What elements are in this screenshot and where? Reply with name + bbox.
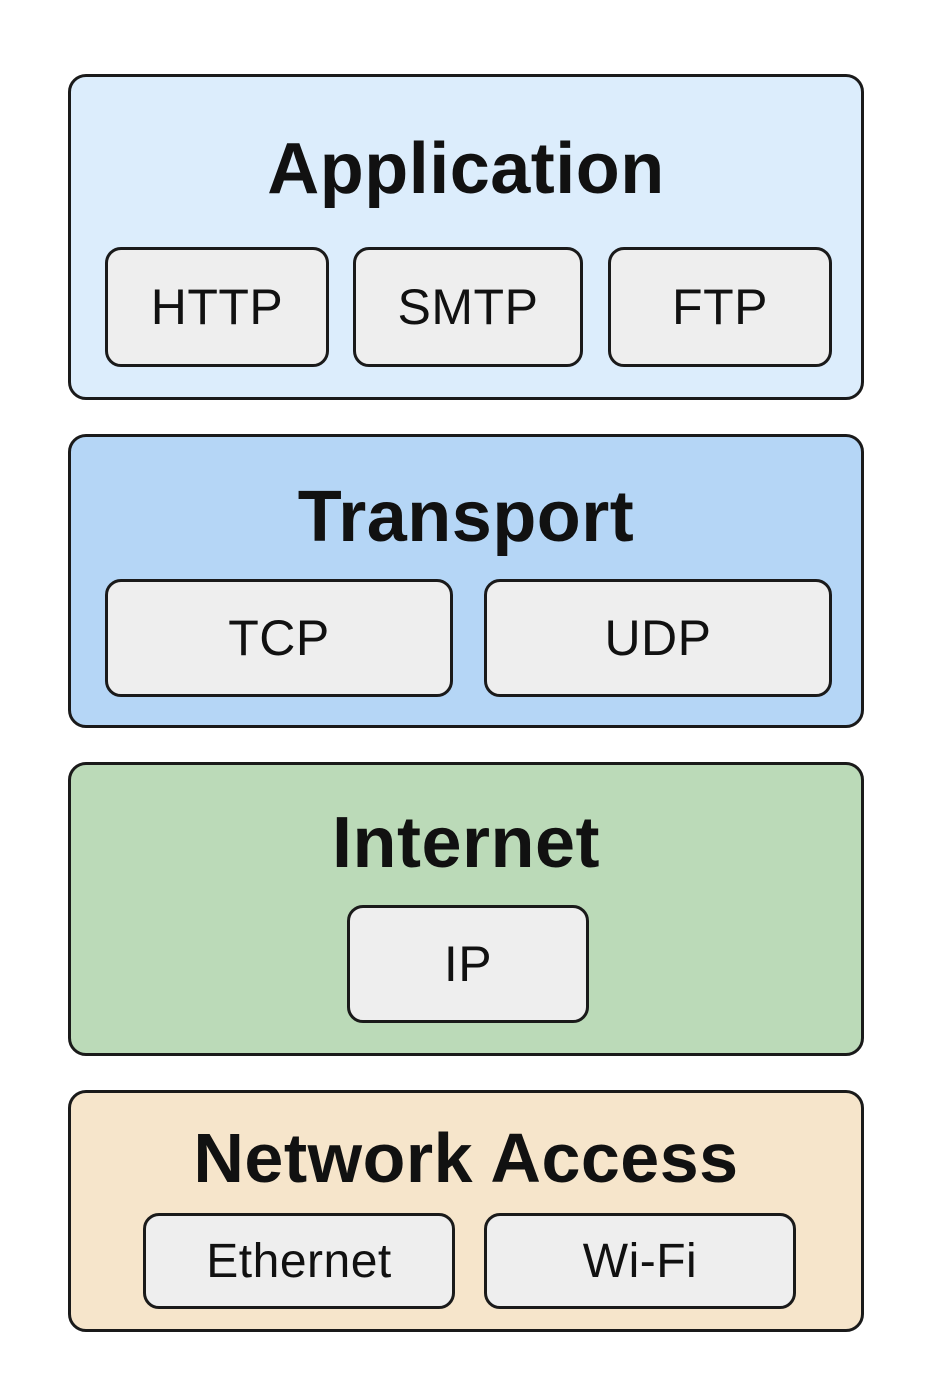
application-layer-title: Application — [267, 129, 665, 209]
protocol-http: HTTP — [105, 247, 329, 367]
protocol-smtp: SMTP — [353, 247, 583, 367]
protocol-udp: UDP — [484, 579, 832, 697]
protocol-ip: IP — [347, 905, 589, 1023]
network-access-layer-title: Network Access — [193, 1119, 739, 1197]
network-access-layer: Network Access Ethernet Wi-Fi — [68, 1090, 864, 1332]
transport-layer-title: Transport — [297, 477, 635, 557]
protocol-ftp: FTP — [608, 247, 832, 367]
application-layer: Application HTTP SMTP FTP — [68, 74, 864, 400]
internet-layer: Internet IP — [68, 762, 864, 1056]
transport-layer: Transport TCP UDP — [68, 434, 864, 728]
protocol-wifi: Wi-Fi — [484, 1213, 796, 1309]
internet-layer-title: Internet — [331, 803, 601, 883]
protocol-tcp: TCP — [105, 579, 453, 697]
protocol-ethernet: Ethernet — [143, 1213, 455, 1309]
